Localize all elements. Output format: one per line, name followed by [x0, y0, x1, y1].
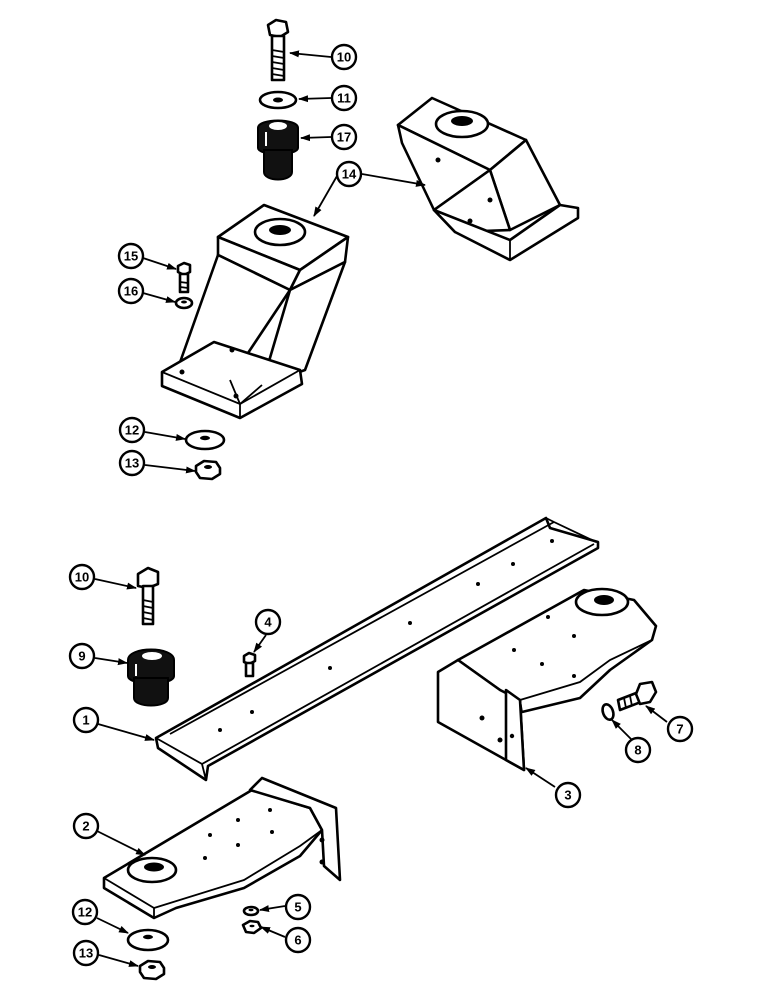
rubber-mount-part-9 — [127, 648, 175, 707]
callout-label: 11 — [337, 91, 351, 106]
callout-label: 14 — [342, 167, 357, 182]
nut-part-5 — [242, 905, 260, 917]
callout-label: 2 — [82, 819, 89, 834]
callout-label: 16 — [124, 284, 138, 299]
callout-label: 6 — [294, 933, 301, 948]
channel-part-1 — [154, 516, 600, 782]
callout-label: 15 — [124, 249, 138, 264]
callout-label: 4 — [264, 615, 272, 630]
bolt-part-4 — [242, 651, 257, 678]
callout-10-bottom: 10 — [68, 563, 96, 591]
callout-label: 17 — [337, 130, 351, 145]
callout-1: 1 — [72, 706, 100, 734]
callout-17: 17 — [330, 123, 358, 151]
callout-label: 1 — [82, 713, 89, 728]
callout-5: 5 — [284, 893, 312, 921]
bracket-part-14-left — [160, 203, 350, 420]
bolt-part-10-top — [266, 18, 290, 82]
callout-label: 13 — [125, 456, 139, 471]
nut-part-16 — [174, 296, 194, 310]
leader-lines — [94, 50, 668, 967]
callout-14: 14 — [335, 160, 363, 188]
callout-8: 8 — [624, 736, 652, 764]
lock-washer-part-8 — [601, 702, 615, 722]
callout-label: 8 — [634, 743, 641, 758]
callout-label: 12 — [78, 905, 92, 920]
callout-2: 2 — [72, 812, 100, 840]
callout-10-top: 10 — [330, 43, 358, 71]
callout-label: 3 — [564, 788, 571, 803]
callout-label: 9 — [78, 649, 85, 664]
callout-16: 16 — [117, 277, 145, 305]
nut-part-13-top — [194, 459, 222, 481]
washer-part-12-top — [184, 429, 226, 451]
callout-7: 7 — [666, 715, 694, 743]
washer-part-11 — [258, 90, 298, 110]
callout-15: 15 — [117, 242, 145, 270]
washer-part-12-bottom — [126, 928, 170, 952]
callout-label: 10 — [337, 50, 351, 65]
bolt-part-10-bottom — [136, 566, 160, 626]
bolt-part-15 — [176, 261, 192, 294]
bracket-part-3 — [436, 587, 658, 772]
callout-3: 3 — [554, 781, 582, 809]
callout-label: 12 — [125, 423, 139, 438]
callout-12-top: 12 — [118, 416, 146, 444]
callout-label: 10 — [75, 570, 89, 585]
callout-4: 4 — [254, 608, 282, 636]
callout-9: 9 — [68, 642, 96, 670]
callout-6: 6 — [284, 926, 312, 954]
nut-part-13-bottom — [138, 959, 166, 981]
callout-label: 5 — [294, 900, 301, 915]
bolt-part-7 — [616, 680, 658, 712]
callout-label: 7 — [676, 722, 683, 737]
callout-13-bottom: 13 — [72, 939, 100, 967]
callout-12-bottom: 12 — [71, 898, 99, 926]
callout-11: 11 — [330, 84, 358, 112]
bracket-part-14-right — [396, 96, 580, 262]
rubber-mount-part-17 — [257, 119, 299, 181]
callout-13-top: 13 — [118, 449, 146, 477]
bracket-part-2 — [102, 776, 342, 920]
nut-part-6 — [241, 919, 263, 935]
callout-label: 13 — [79, 946, 93, 961]
